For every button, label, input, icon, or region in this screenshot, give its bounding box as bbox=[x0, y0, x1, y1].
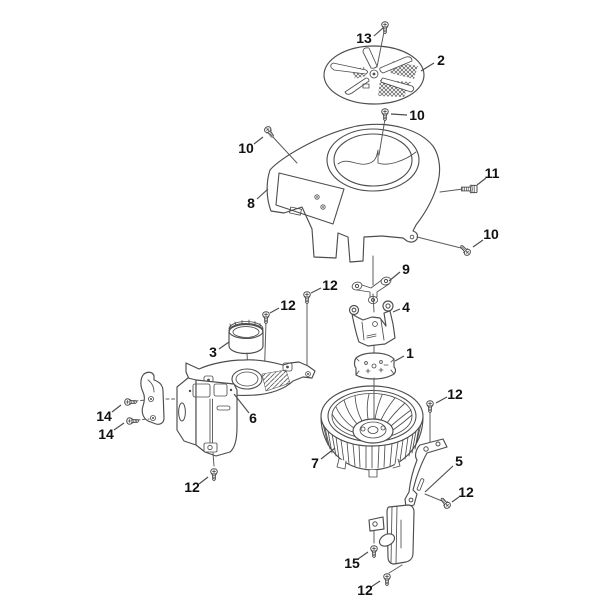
callout-number-10: 10 bbox=[409, 107, 425, 123]
fastener-screw-ref-10 bbox=[381, 108, 389, 122]
callout-number-12: 12 bbox=[184, 479, 200, 495]
callout-leader-13 bbox=[373, 27, 384, 37]
alignment-line-cover-screw12 bbox=[388, 564, 403, 574]
callout-leader-14 bbox=[113, 422, 125, 431]
part-1-spacer-plate bbox=[353, 352, 397, 380]
callout-number-12: 12 bbox=[357, 582, 373, 598]
callout-number-10: 10 bbox=[238, 140, 254, 156]
callout-number-8: 8 bbox=[247, 195, 255, 211]
fastener-screw-ref-12 bbox=[210, 468, 218, 482]
fastener-screw-ref-15 bbox=[370, 545, 378, 559]
callout-leader-10 bbox=[390, 113, 408, 116]
callout-leader-12 bbox=[435, 396, 448, 404]
callout-number-13: 13 bbox=[356, 30, 372, 46]
alignment-line-screw12-bracket5-lower bbox=[424, 493, 443, 502]
callout-leader-12 bbox=[310, 287, 322, 294]
callout-leader-14 bbox=[111, 404, 122, 413]
callout-leader-7 bbox=[320, 447, 336, 460]
housing-screw-boss-hole bbox=[409, 234, 415, 240]
part-3-starter-cup bbox=[228, 319, 264, 355]
alignment-line-strap-bracket bbox=[372, 293, 375, 313]
callout-leader-9 bbox=[388, 271, 401, 282]
baffle-grille bbox=[261, 369, 291, 392]
part-5-side-bracket bbox=[404, 438, 448, 508]
part-2-debris-screen bbox=[323, 45, 425, 105]
callout-leader-8 bbox=[256, 188, 269, 200]
callout-number-12: 12 bbox=[458, 484, 474, 500]
fastener-screw-ref-10 bbox=[458, 243, 473, 258]
callout-leader-11 bbox=[476, 177, 487, 186]
fastener-screw-ref-12 bbox=[262, 311, 270, 325]
callout-number-12: 12 bbox=[322, 277, 338, 293]
callout-number-6: 6 bbox=[249, 410, 257, 426]
fastener-bolt-ref-11 bbox=[461, 184, 478, 194]
part-9-retainer-strap bbox=[351, 276, 392, 305]
callout-leader-2 bbox=[420, 62, 435, 72]
callout-leader-1 bbox=[394, 355, 405, 362]
alignment-line-panel-screw12 bbox=[212, 452, 215, 467]
callout-leader-12 bbox=[198, 476, 209, 485]
part-mounting-clip-bracket bbox=[140, 371, 165, 425]
housing-alignment-lines bbox=[271, 118, 464, 286]
callout-leader-3 bbox=[218, 341, 230, 350]
fastener-screw-ref-12 bbox=[438, 495, 453, 511]
callout-leader-6 bbox=[233, 393, 250, 414]
callout-number-9: 9 bbox=[402, 261, 410, 277]
callout-number-14: 14 bbox=[96, 408, 112, 424]
fastener-screw-ref-12 bbox=[303, 291, 311, 305]
fastener-screw-ref-12 bbox=[383, 573, 391, 587]
callout-number-14: 14 bbox=[98, 426, 114, 442]
callout-leader-15 bbox=[357, 551, 369, 560]
part-4-support-bracket bbox=[348, 300, 396, 347]
callout-leader-10 bbox=[253, 136, 264, 145]
callout-number-2: 2 bbox=[437, 52, 445, 68]
part-8-blower-housing bbox=[266, 123, 441, 263]
fan-vanes bbox=[331, 393, 413, 433]
alignment-line-screen-screw bbox=[376, 31, 385, 68]
part-heat-shield-cover bbox=[368, 504, 415, 565]
fastener-screw-ref-14 bbox=[126, 417, 140, 425]
callout-leader-12 bbox=[451, 496, 460, 503]
callout-leader-10 bbox=[472, 239, 484, 248]
housing-decal-panel bbox=[275, 172, 345, 225]
callout-number-10: 10 bbox=[483, 226, 499, 242]
callout-leader-4 bbox=[392, 308, 401, 313]
fastener-screw-ref-12 bbox=[426, 400, 434, 414]
callout-number-1: 1 bbox=[406, 345, 414, 361]
callout-number-4: 4 bbox=[402, 299, 410, 315]
callout-number-5: 5 bbox=[455, 453, 463, 469]
part-7-flywheel-fan bbox=[320, 377, 424, 478]
callout-leader-12 bbox=[269, 307, 280, 314]
fastener-screw-ref-10 bbox=[262, 124, 277, 140]
callout-leader-5 bbox=[424, 465, 454, 493]
callout-number-3: 3 bbox=[209, 344, 217, 360]
fastener-screw-ref-14 bbox=[124, 398, 138, 406]
callout-number-12: 12 bbox=[280, 297, 296, 313]
clip-bracket-alignment-lines bbox=[134, 398, 177, 421]
part-6-lower-panel bbox=[176, 377, 238, 457]
callout-number-12: 12 bbox=[447, 386, 463, 402]
callout-leader-12 bbox=[370, 580, 381, 588]
housing-opening-detail bbox=[337, 149, 417, 165]
fan-fins bbox=[322, 423, 422, 469]
callout-number-11: 11 bbox=[485, 165, 500, 181]
callout-number-7: 7 bbox=[311, 455, 319, 471]
callout-number-15: 15 bbox=[344, 555, 360, 571]
